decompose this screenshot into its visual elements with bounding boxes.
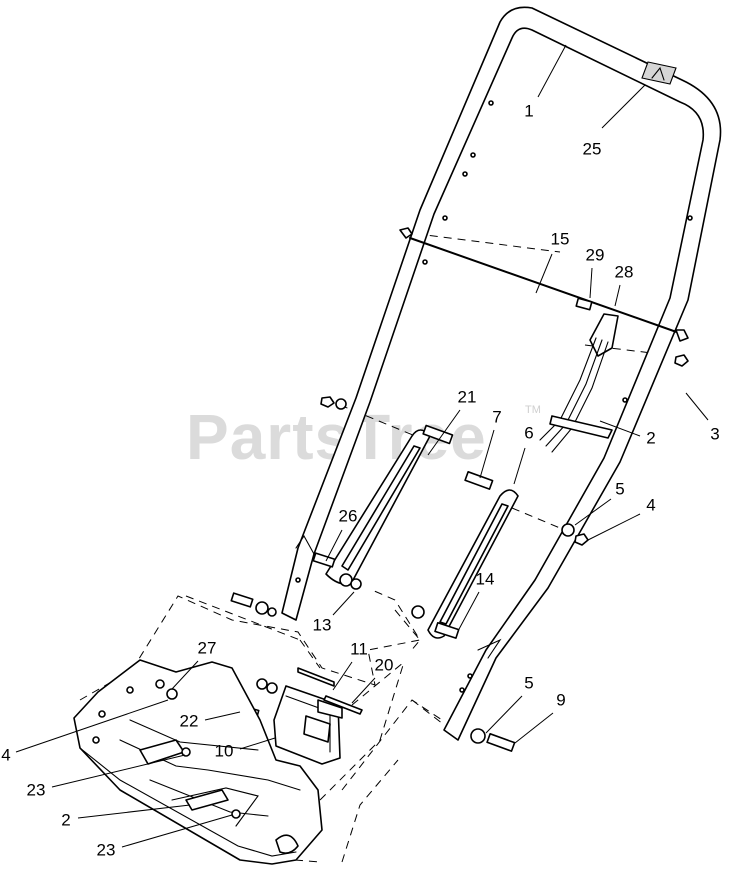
callout-label: 3 [710, 424, 719, 443]
frame-holes [295, 100, 693, 693]
callout-11: 11 [332, 639, 368, 691]
callout-leader [513, 447, 526, 485]
callout-7: 7 [479, 407, 502, 479]
callout-26: 26 [325, 506, 358, 562]
callout-label: 27 [198, 638, 217, 657]
callout-label: 11 [350, 639, 368, 658]
callout-leader [574, 498, 612, 526]
callout-leader [351, 677, 376, 704]
callout-leader [614, 284, 621, 307]
lever-bracket [575, 297, 689, 367]
callout-leader [51, 754, 186, 788]
callout-label: 29 [586, 245, 605, 264]
callout-label: 2 [646, 428, 655, 447]
callout-13: 13 [313, 591, 355, 634]
callout-label: 13 [313, 615, 332, 634]
callout-label: 5 [615, 479, 624, 498]
callout-4: 4 [1, 699, 169, 764]
callout-label: 7 [492, 407, 501, 426]
callout-label: 4 [1, 745, 10, 764]
callout-29: 29 [586, 245, 605, 299]
callout-label: 21 [458, 387, 477, 406]
callout-leader [514, 712, 554, 744]
callout-25: 25 [583, 84, 646, 158]
callout-label: 2 [61, 810, 70, 829]
callout-15: 15 [535, 229, 570, 294]
callout-10: 10 [215, 737, 276, 760]
callout-28: 28 [614, 262, 634, 307]
handle-frame [281, 6, 722, 741]
callout-leader [599, 420, 641, 437]
adjustment-link-21 [312, 396, 454, 590]
callout-label: 14 [476, 569, 495, 588]
callout-label: 23 [97, 840, 116, 859]
callout-leader [325, 529, 343, 562]
callout-5: 5 [485, 673, 534, 734]
callout-label: 28 [615, 262, 634, 281]
callout-23: 23 [97, 814, 233, 859]
callout-leader [485, 695, 523, 734]
callout-leader [239, 737, 276, 750]
callout-label: 23 [27, 780, 46, 799]
callout-leader [427, 409, 461, 456]
callout-label: 4 [646, 495, 655, 514]
callout-leader [589, 267, 593, 299]
bracket-10 [238, 667, 363, 765]
callout-1: 1 [524, 44, 567, 120]
callout-label: 26 [339, 506, 358, 525]
callout-label: 25 [583, 139, 602, 158]
callout-label: 22 [180, 711, 199, 730]
callout-2: 2 [599, 420, 656, 447]
callout-2: 2 [61, 804, 191, 829]
callout-leader [685, 392, 709, 421]
watermark-tm: TM [525, 404, 541, 416]
callout-leader [332, 591, 355, 616]
callout-leader [587, 513, 641, 541]
callout-14: 14 [457, 569, 495, 632]
callout-label: 1 [524, 101, 533, 120]
callout-6: 6 [513, 423, 534, 485]
callout-leader [204, 711, 241, 721]
callout-4: 4 [587, 495, 656, 541]
callout-21: 21 [427, 387, 477, 456]
callout-leader [537, 44, 567, 98]
cable-rod [399, 227, 689, 342]
callout-leader [332, 661, 353, 691]
callout-5: 5 [574, 479, 625, 526]
callout-label: 6 [524, 423, 533, 442]
callout-3: 3 [685, 392, 720, 443]
callout-label: 9 [556, 690, 565, 709]
callout-leader [601, 84, 646, 129]
callout-23: 23 [27, 754, 186, 799]
callout-label: 15 [551, 229, 570, 248]
callout-leader [535, 253, 553, 294]
callout-leader [77, 804, 191, 819]
callout-leader [171, 660, 199, 690]
callout-22: 22 [180, 711, 241, 730]
callout-label: 10 [215, 741, 234, 760]
callout-leader [121, 814, 233, 848]
callout-27: 27 [171, 638, 217, 690]
base-hardware [230, 592, 277, 617]
adjustment-link-6 [411, 470, 589, 752]
callout-leader [479, 429, 495, 479]
callout-leader [457, 591, 480, 632]
callout-label: 20 [375, 655, 394, 674]
callout-leader [15, 699, 169, 753]
callout-label: 5 [524, 673, 533, 692]
wire-harness [539, 337, 613, 453]
callout-20: 20 [351, 655, 394, 704]
callout-9: 9 [514, 690, 566, 744]
